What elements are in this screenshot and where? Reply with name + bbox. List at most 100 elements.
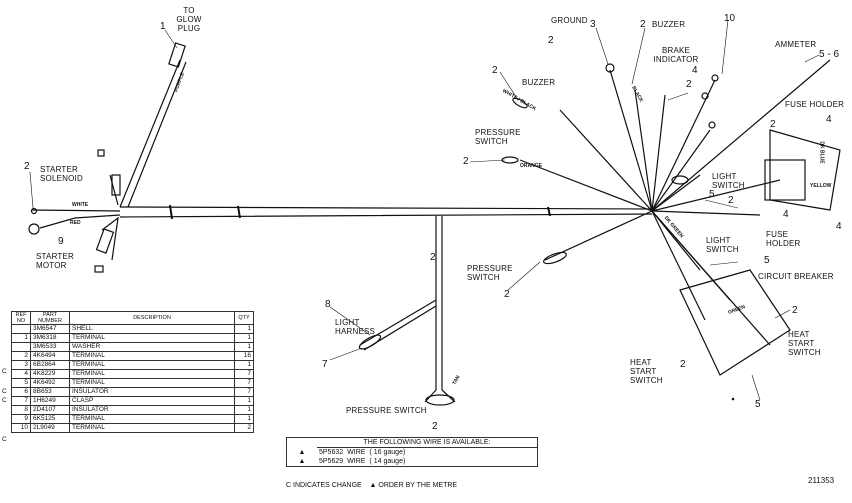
part-number-cell: 3M6318 — [30, 333, 70, 343]
label-heat-start-switch-center: HEAT START SWITCH — [630, 358, 663, 385]
description-cell: CLASP — [69, 396, 235, 406]
ref-number: 4 — [783, 209, 789, 220]
header-description: DESCRIPTION — [69, 311, 235, 325]
label-light-switch-lower: LIGHT SWITCH — [706, 236, 739, 254]
description-cell: TERMINAL — [69, 369, 235, 379]
change-marker: C — [2, 435, 7, 443]
qty-cell: 7 — [234, 369, 254, 379]
ref-cell: 10 — [11, 423, 31, 433]
main-trunk — [119, 206, 653, 218]
order-note: ▲ ORDER BY THE METRE — [369, 482, 458, 489]
ref-cell — [11, 324, 31, 334]
part-number-cell: 1H6249 — [30, 396, 70, 406]
ref-number: 2 — [432, 421, 438, 432]
part-number-cell: 4K6492 — [30, 378, 70, 388]
part-number-cell: 6B2864 — [30, 360, 70, 370]
part-number-cell: 3M6533 — [30, 342, 70, 352]
available-wire-row: ▲ 5P5629 WIRE (14 gauge) — [299, 457, 537, 466]
ref-cell: 9 — [11, 414, 31, 424]
parts-table-header: REF NO PART NUMBER DESCRIPTION QTY — [11, 311, 254, 325]
qty-cell: 1 — [234, 324, 254, 334]
change-marker: C — [2, 387, 7, 395]
ref-number: 1 — [160, 21, 166, 32]
part-number-cell: 3M6547 — [30, 324, 70, 334]
ref-number: 5 — [755, 399, 761, 410]
ref-cell: 4 — [11, 369, 31, 379]
label-pressure-switch-bottom: PRESSURE SWITCH — [346, 406, 427, 415]
description-cell: INSULATOR — [69, 405, 235, 415]
wire-label-yellow: YELLOW — [810, 183, 832, 189]
ref-number: 2 — [24, 161, 30, 172]
wire-label-red: RED — [70, 220, 81, 226]
main-trunk-breaks — [169, 204, 551, 220]
part-number-cell: 4K6494 — [30, 351, 70, 361]
label-heat-start-switch-right: HEAT START SWITCH — [788, 330, 821, 357]
change-marker: C — [2, 368, 7, 376]
label-fuse-holder-lower: FUSE HOLDER — [766, 230, 801, 248]
wire-label-dk-blue: DK BLUE — [818, 141, 825, 164]
ref-cell: 5 — [11, 378, 31, 388]
order-by-metre-mark: ▲ — [298, 458, 306, 465]
label-circuit-breaker: CIRCUIT BREAKER — [758, 272, 834, 281]
header-qty: QTY — [234, 311, 254, 325]
label-pressure-switch-mid: PRESSURE SWITCH — [467, 264, 513, 282]
wire-description: WIRE — [347, 449, 366, 456]
qty-cell: 1 — [234, 405, 254, 415]
label-pressure-switch-upper: PRESSURE SWITCH — [475, 128, 521, 146]
starter-wire-white — [31, 209, 121, 212]
order-by-metre-mark: ▲ — [298, 449, 306, 456]
qty-cell: 1 — [234, 360, 254, 370]
ref-number: 2 — [770, 119, 776, 130]
header-part-number: PART NUMBER — [30, 311, 70, 325]
label-ammeter: AMMETER — [775, 40, 817, 49]
description-cell: TERMINAL — [69, 333, 235, 343]
pressure-switch-branch — [435, 216, 443, 390]
qty-cell: 16 — [234, 351, 254, 361]
label-starter-motor: STARTER MOTOR — [36, 252, 74, 270]
wire-part-number: 5P5632 — [319, 449, 344, 456]
right-fanout — [519, 59, 831, 346]
qty-cell: 1 — [234, 414, 254, 424]
solenoid-harness — [101, 174, 119, 261]
starter-motor-terminal — [28, 223, 40, 235]
ref-cell: 6 — [11, 387, 31, 397]
ref-number: 2 — [640, 19, 646, 30]
ref-number: 3 — [590, 19, 596, 30]
ref-number: 2 — [792, 305, 798, 316]
qty-cell: 7 — [234, 387, 254, 397]
label-ground: GROUND — [551, 16, 588, 25]
ref-cell — [11, 342, 31, 352]
part-number-cell: 6K5125 — [30, 414, 70, 424]
ref-number: 9 — [58, 236, 64, 247]
label-starter-solenoid: STARTER SOLENOID — [40, 165, 83, 183]
change-note: C INDICATES CHANGE — [286, 482, 362, 489]
label-light-harness: LIGHT HARNESS — [335, 318, 376, 336]
ref-number: 4 — [826, 114, 832, 125]
description-cell: TERMINAL — [69, 378, 235, 388]
wire-gauge: 14 gauge — [373, 458, 403, 465]
label-light-switch-upper: LIGHT SWITCH — [712, 172, 745, 190]
ref-number: 5 — [764, 255, 770, 266]
label-brake-indicator: BRAKE INDICATOR — [653, 46, 699, 64]
header-ref-no: REF NO — [11, 311, 31, 325]
ref-number: 2 — [492, 65, 498, 76]
drawing-code: 211353 — [808, 476, 835, 485]
ref-number: 2 — [680, 359, 686, 370]
ref-cell: 8 — [11, 405, 31, 415]
ref-number: 7 — [322, 359, 328, 370]
ref-cell: 3 — [11, 360, 31, 370]
available-wire-row: ▲ 5P5632 WIRE (16 gauge) — [299, 448, 537, 457]
description-cell: INSULATOR — [69, 387, 235, 397]
available-wire-box: THE FOLLOWING WIRE IS AVAILABLE: ▲ 5P563… — [286, 437, 538, 467]
footer-notes: C INDICATES CHANGE ▲ ORDER BY THE METRE — [286, 482, 457, 489]
ref-number: 8 — [325, 299, 331, 310]
change-marker: C — [2, 397, 7, 405]
ref-number: 2 — [463, 156, 469, 167]
